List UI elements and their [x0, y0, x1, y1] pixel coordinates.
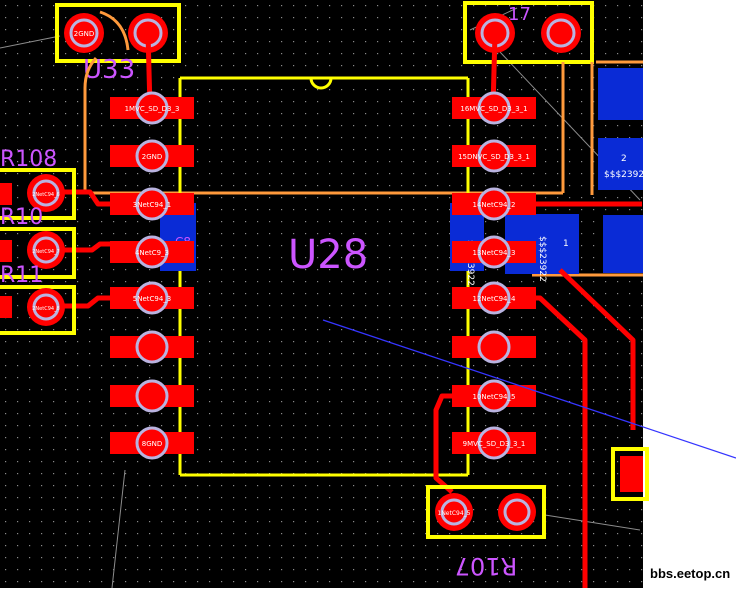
header-top-right-pad-2[interactable]: [541, 13, 581, 53]
ic-right-pin-ring: [477, 139, 511, 173]
edge-component[interactable]: [611, 447, 649, 501]
ic-left-pin-ring: [135, 139, 169, 173]
cap-right-large-text: $$$23922: [537, 236, 547, 282]
ic-right-pin-1[interactable]: 16MVC_SD_D3_3_1: [452, 91, 536, 125]
ic-left-pin-7[interactable]: [110, 379, 194, 413]
ic-left-pin-ring: [135, 281, 169, 315]
ic-left-pin-5[interactable]: 5NetC94_3: [110, 281, 194, 315]
ic-right-pin-2[interactable]: 15DNVC_SD_D3_3_1: [452, 139, 536, 173]
ic-u28-body[interactable]: U28: [178, 76, 470, 477]
ic-u28-notch: [309, 77, 333, 90]
ic-left-pin-4[interactable]: 4NetC9_3: [110, 235, 194, 269]
side-pad-top: [598, 68, 643, 120]
resistor-r108-pad-net: 2NetC94_6: [32, 192, 60, 198]
ic-left-pin-net: 1MVC_SD_D3_3: [125, 105, 180, 113]
header-u33-pad-1[interactable]: 2GND: [64, 13, 104, 53]
ic-left-pin-ring: [135, 91, 169, 125]
resistor-r11[interactable]: 2NetC94_8 R11: [0, 263, 76, 335]
ic-right-pin-net: 14NetC94_2: [473, 201, 516, 209]
ic-left-pin-via: [137, 189, 167, 219]
ic-left-pin-1[interactable]: 1MVC_SD_D3_3: [110, 91, 194, 125]
side-pad-mid: [598, 138, 643, 190]
resistor-r10-label: R10: [0, 205, 43, 230]
ic-left-pin-net: 4NetC9_3: [135, 249, 169, 257]
resistor-r11-label: R11: [0, 263, 43, 288]
resistor-r10-pad-net: 2NetC94_7: [32, 249, 60, 255]
header-r107-pad-2[interactable]: [498, 493, 536, 531]
resistor-r11-pad-net: 2NetC94_8: [32, 306, 60, 312]
ic-right-pin-3[interactable]: 14NetC94_2: [452, 187, 536, 221]
ic-left-pin-net: 3NetC94_1: [133, 201, 172, 209]
side-pad-low: [603, 215, 643, 273]
header-r107-pad-1[interactable]: 1NetC94_5: [435, 493, 473, 531]
ic-right-pin-via: [479, 141, 509, 171]
ic-left-pin-3[interactable]: 3NetC94_1: [110, 187, 194, 221]
ic-right-pin-ring: [477, 330, 511, 364]
ic-right-pin-net: 9MVC_SD_D3_3_1: [463, 440, 526, 448]
ic-u28-left-pins: 1MVC_SD_D3_3 2GND 3NetC94_1 4NetC9_3 5NetC94…: [110, 91, 194, 460]
ic-right-pin-ring: [477, 281, 511, 315]
misc-pad-text: $$$23922: [604, 170, 650, 180]
ic-left-pin-via: [137, 381, 167, 411]
ic-right-pin-via: [479, 332, 509, 362]
ic-right-pin-via: [479, 93, 509, 123]
cap-right-large-pin1: 1: [563, 239, 569, 249]
ic-right-pin-7[interactable]: 10NetC94_5: [452, 379, 536, 413]
ic-left-pin-net: 5NetC94_3: [133, 295, 172, 303]
ic-u28-right-pins: 16MVC_SD_D3_3_1 15DNVC_SD_D3_3_1 14NetC94_…: [452, 91, 536, 460]
ic-right-pin-ring: [477, 379, 511, 413]
resistor-r108[interactable]: 2NetC94_6 R108: [0, 147, 76, 220]
ic-right-pin-via: [479, 381, 509, 411]
ic-left-pin-ring: [135, 235, 169, 269]
ic-u28-label: U28: [288, 232, 368, 278]
header-u33-pad-net: 2GND: [74, 30, 95, 38]
ic-left-pin-8[interactable]: 8GND: [110, 426, 194, 460]
ic-left-pin-2[interactable]: 2GND: [110, 139, 194, 173]
ic-left-pin-via: [137, 283, 167, 313]
ic-left-pin-net: 2GND: [142, 153, 163, 161]
ic-right-pin-via: [479, 189, 509, 219]
ic-right-pin-net: 16MVC_SD_D3_3_1: [460, 105, 527, 113]
ic-left-pin-via: [137, 428, 167, 458]
ic-right-pin-ring: [477, 91, 511, 125]
ic-left-pin-via: [137, 237, 167, 267]
header-top-right-label: 17: [508, 4, 531, 25]
ic-right-pin-ring: [477, 187, 511, 221]
ic-left-pin-ring: [135, 426, 169, 460]
ic-left-pin-via: [137, 93, 167, 123]
ic-left-pin-net: 8GND: [142, 440, 163, 448]
ic-right-pin-5[interactable]: 12NetC94_4: [452, 281, 536, 315]
resistor-r108-label: R108: [0, 147, 57, 172]
ic-right-pin-net: 10NetC94_5: [473, 393, 516, 401]
ic-right-pin-via: [479, 283, 509, 313]
ic-left-pin-6[interactable]: [110, 330, 194, 364]
header-u33-label: U33: [83, 55, 135, 85]
ic-right-pin-6[interactable]: [452, 330, 536, 364]
ic-left-pin-via: [137, 332, 167, 362]
ic-left-pin-via: [137, 141, 167, 171]
header-u33[interactable]: 2GND U33: [55, 3, 181, 85]
header-r107[interactable]: 1NetC94_5 R107: [426, 485, 546, 580]
ic-left-pin-ring: [135, 330, 169, 364]
cap-right-large-pin2: 2: [621, 154, 627, 164]
ic-right-pin-via: [479, 237, 509, 267]
header-r107-label: R107: [455, 552, 517, 580]
ic-left-pin-ring: [135, 379, 169, 413]
header-r107-pad-net: 1NetC94_5: [438, 510, 471, 517]
ic-right-pin-8[interactable]: 9MVC_SD_D3_3_1: [452, 426, 536, 460]
ic-right-pin-4[interactable]: 13NetC94_3: [452, 235, 536, 269]
ratsnest-line: [322, 319, 736, 459]
ic-right-pin-net: 15DNVC_SD_D3_3_1: [458, 153, 530, 161]
ic-left-pin-ring: [135, 187, 169, 221]
ic-right-pin-net: 12NetC94_4: [473, 295, 516, 303]
watermark: bbs.eetop.cn: [650, 566, 731, 581]
resistor-r10[interactable]: 2NetC94_7 R10: [0, 205, 76, 279]
ic-right-pin-net: 13NetC94_3: [473, 249, 516, 257]
ic-right-pin-ring: [477, 426, 511, 460]
ic-right-pin-via: [479, 428, 509, 458]
ic-right-pin-ring: [477, 235, 511, 269]
